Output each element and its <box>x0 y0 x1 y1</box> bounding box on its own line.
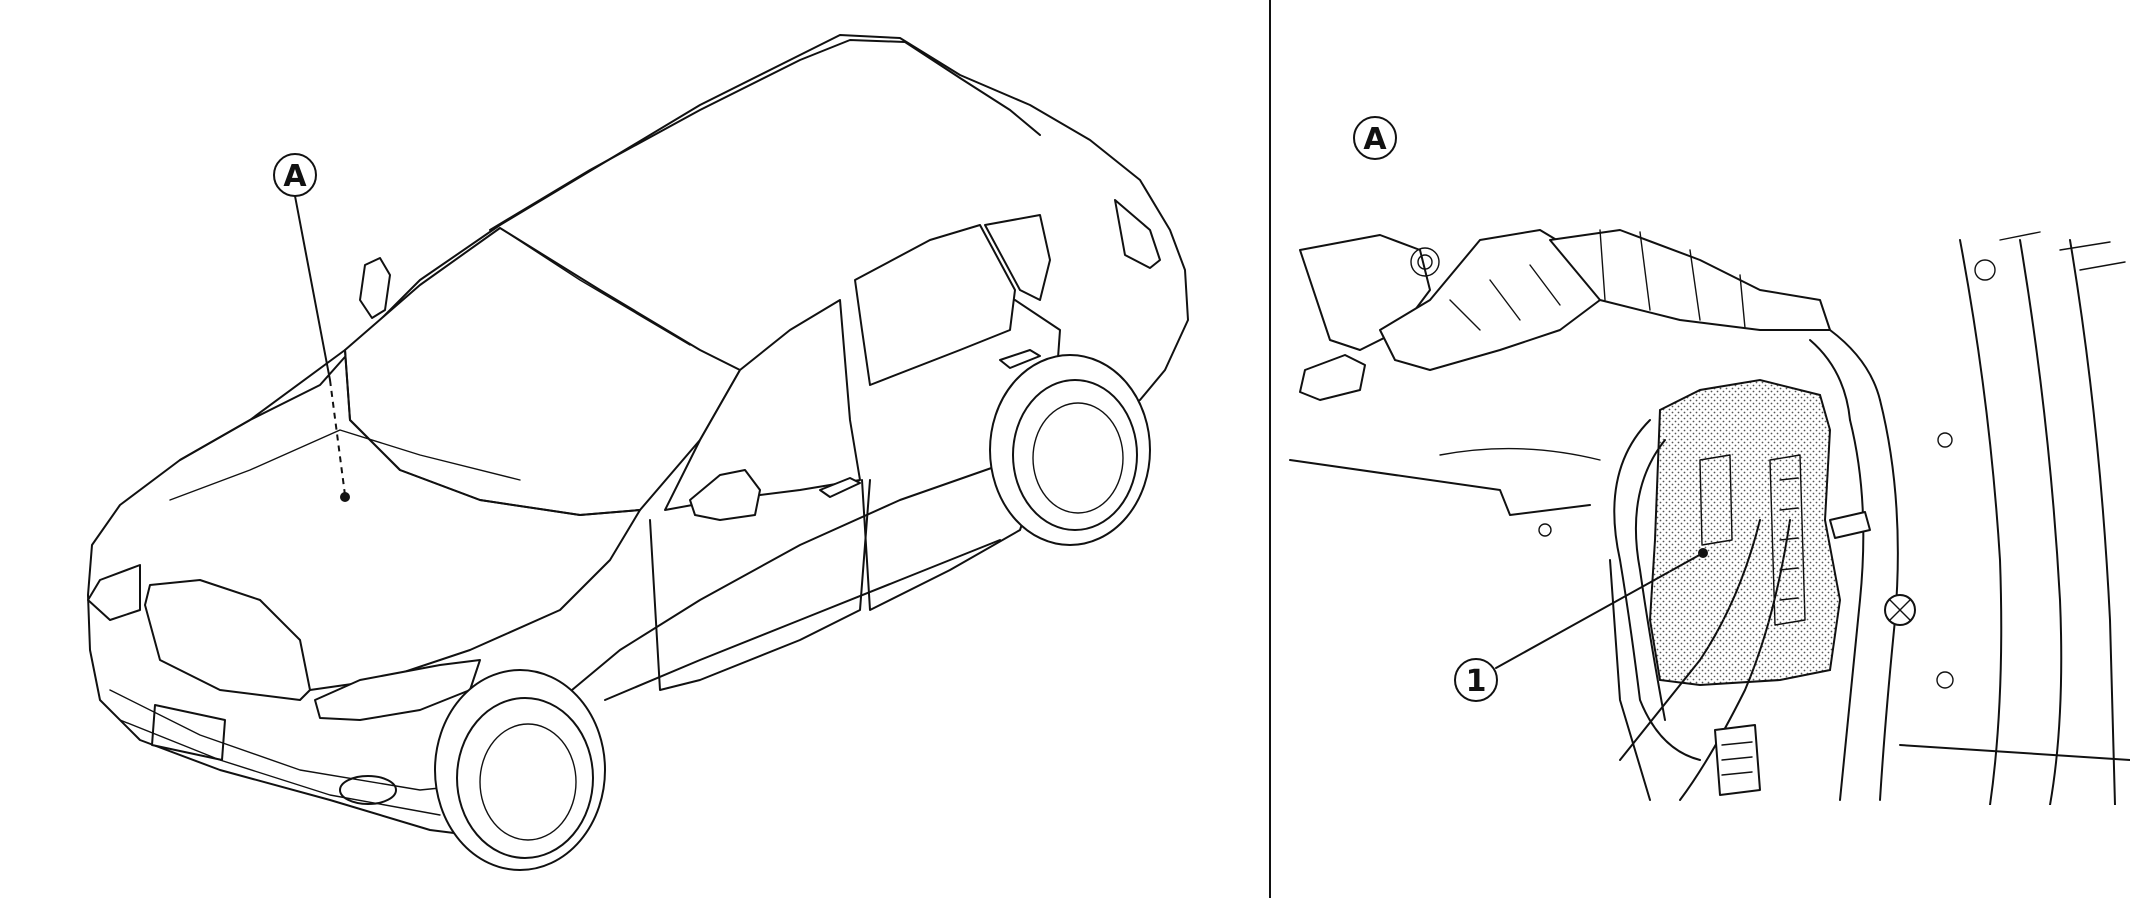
harness-right-1 <box>1839 419 1865 801</box>
callout-1-marker: 1 <box>1454 548 1708 702</box>
car-rear-rim <box>1032 402 1124 514</box>
car-rocker-panel <box>604 539 1001 701</box>
car-grille <box>144 579 311 701</box>
callout-a-dashed-leader <box>329 379 346 496</box>
view-a-label-group: A <box>1353 116 1397 160</box>
bracket-bolt-inner <box>1417 254 1433 270</box>
car-hood <box>179 349 641 691</box>
car-mirror-far <box>359 257 391 319</box>
car-hood-crease <box>169 429 521 501</box>
pillar-edge-1 <box>1959 239 2003 805</box>
car-headlamp-left <box>87 564 141 621</box>
bottom-connector-pins <box>1721 741 1753 776</box>
callout-a-point <box>340 492 350 502</box>
callout-1-leader <box>1495 552 1704 669</box>
harness-loop-left-2 <box>1634 439 1666 721</box>
car-fog-lamp <box>339 775 397 805</box>
bracket-bolt <box>1410 247 1440 277</box>
harness-clip <box>1829 511 1871 539</box>
pillar-hole-1 <box>1974 259 1996 281</box>
car-rear-door-handle <box>999 349 1041 369</box>
callout-a-label: A <box>283 159 307 194</box>
car-rear-tire <box>1012 379 1138 531</box>
control-unit-ribs <box>1779 477 1799 601</box>
car-rear-side-window <box>854 224 1016 386</box>
connector-plug-left <box>1299 354 1366 401</box>
callout-1-label: 1 <box>1466 664 1487 699</box>
car-front-tire <box>456 697 594 859</box>
detail-view-illustration <box>1289 229 2130 805</box>
pillar-edge-3 <box>2069 239 2116 805</box>
body-panel-curve <box>1439 447 1601 461</box>
harness-upper-right <box>1809 329 1881 421</box>
harness-down-1 <box>1619 519 1761 761</box>
duct-ribs <box>1449 264 1561 331</box>
car-mirror-near <box>689 469 761 521</box>
control-unit-body <box>1648 378 1842 687</box>
harness-top <box>1549 229 1831 331</box>
car-bumper-lower <box>119 719 441 816</box>
car-quarter-window <box>984 214 1051 301</box>
harness-down-2 <box>1679 519 1791 801</box>
pillar-edge-2 <box>2019 239 2063 805</box>
callout-a-leader <box>294 195 331 381</box>
car-front-door-handle <box>819 477 861 498</box>
body-panel-edge <box>1289 459 1591 516</box>
harness-top-wires <box>1599 229 1746 329</box>
car-front-door <box>649 479 871 691</box>
view-a-label: A <box>1363 122 1387 157</box>
car-tail-light <box>1114 199 1161 269</box>
callout-1-circle <box>1454 658 1498 702</box>
car-windshield-inner <box>499 227 691 346</box>
car-front-rim <box>479 723 577 841</box>
lower-panel-edge <box>1609 559 2130 801</box>
pillar-hole-3 <box>1936 671 1954 689</box>
mounting-bolt-cross <box>1889 599 1911 621</box>
panel-hole <box>1538 523 1552 537</box>
view-a-circle <box>1353 116 1397 160</box>
control-unit-connector-1 <box>1769 454 1806 626</box>
control-unit-connector-2 <box>1699 454 1733 546</box>
car-illustration <box>87 34 1189 871</box>
top-right-vent <box>1999 231 2126 271</box>
pillar-hole-2 <box>1937 432 1953 448</box>
harness-loop-left <box>1613 419 1701 761</box>
callout-a-marker: A <box>273 153 350 502</box>
car-roof <box>489 39 1041 231</box>
